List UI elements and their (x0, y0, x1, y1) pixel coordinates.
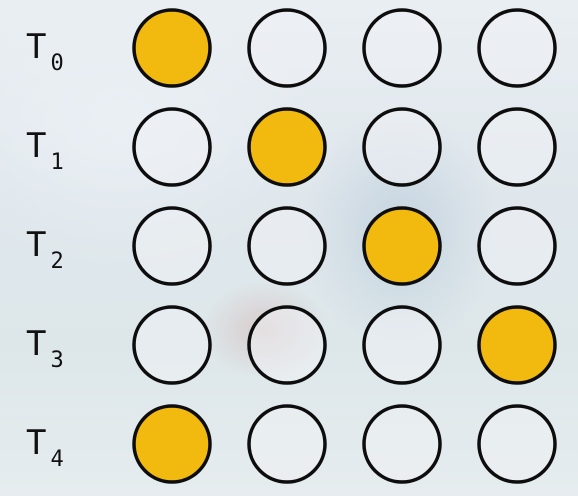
inactive-cell-r0-c2 (362, 8, 442, 88)
inactive-cell-r3-c2 (362, 305, 442, 385)
row-label-subscript: 0 (50, 51, 63, 76)
inactive-cell-r1-c2 (362, 107, 442, 187)
active-cell-r2-c2 (362, 206, 442, 286)
row-label-subscript: 2 (50, 249, 63, 274)
inactive-cell-r4-c1 (247, 404, 327, 484)
inactive-cell-r0-c1 (247, 8, 327, 88)
inactive-cell-r4-c2 (362, 404, 442, 484)
row-label-letter: T (26, 225, 46, 265)
row-label-subscript: 3 (50, 348, 63, 373)
row-label-letter: T (26, 126, 46, 166)
active-cell-r4-c0 (132, 404, 212, 484)
row-label-letter: T (26, 324, 46, 364)
inactive-cell-r1-c3 (477, 107, 557, 187)
inactive-cell-r2-c1 (247, 206, 327, 286)
inactive-cell-r2-c0 (132, 206, 212, 286)
row-label-subscript: 4 (50, 447, 63, 472)
inactive-cell-r3-c0 (132, 305, 212, 385)
inactive-cell-r4-c3 (477, 404, 557, 484)
inactive-cell-r2-c3 (477, 206, 557, 286)
active-cell-r3-c3 (477, 305, 557, 385)
inactive-cell-r3-c1 (247, 305, 327, 385)
row-label-subscript: 1 (50, 150, 63, 175)
active-cell-r0-c0 (132, 8, 212, 88)
inactive-cell-r0-c3 (477, 8, 557, 88)
row-label-letter: T (26, 423, 46, 463)
inactive-cell-r1-c0 (132, 107, 212, 187)
row-label-letter: T (26, 27, 46, 67)
active-cell-r1-c1 (247, 107, 327, 187)
